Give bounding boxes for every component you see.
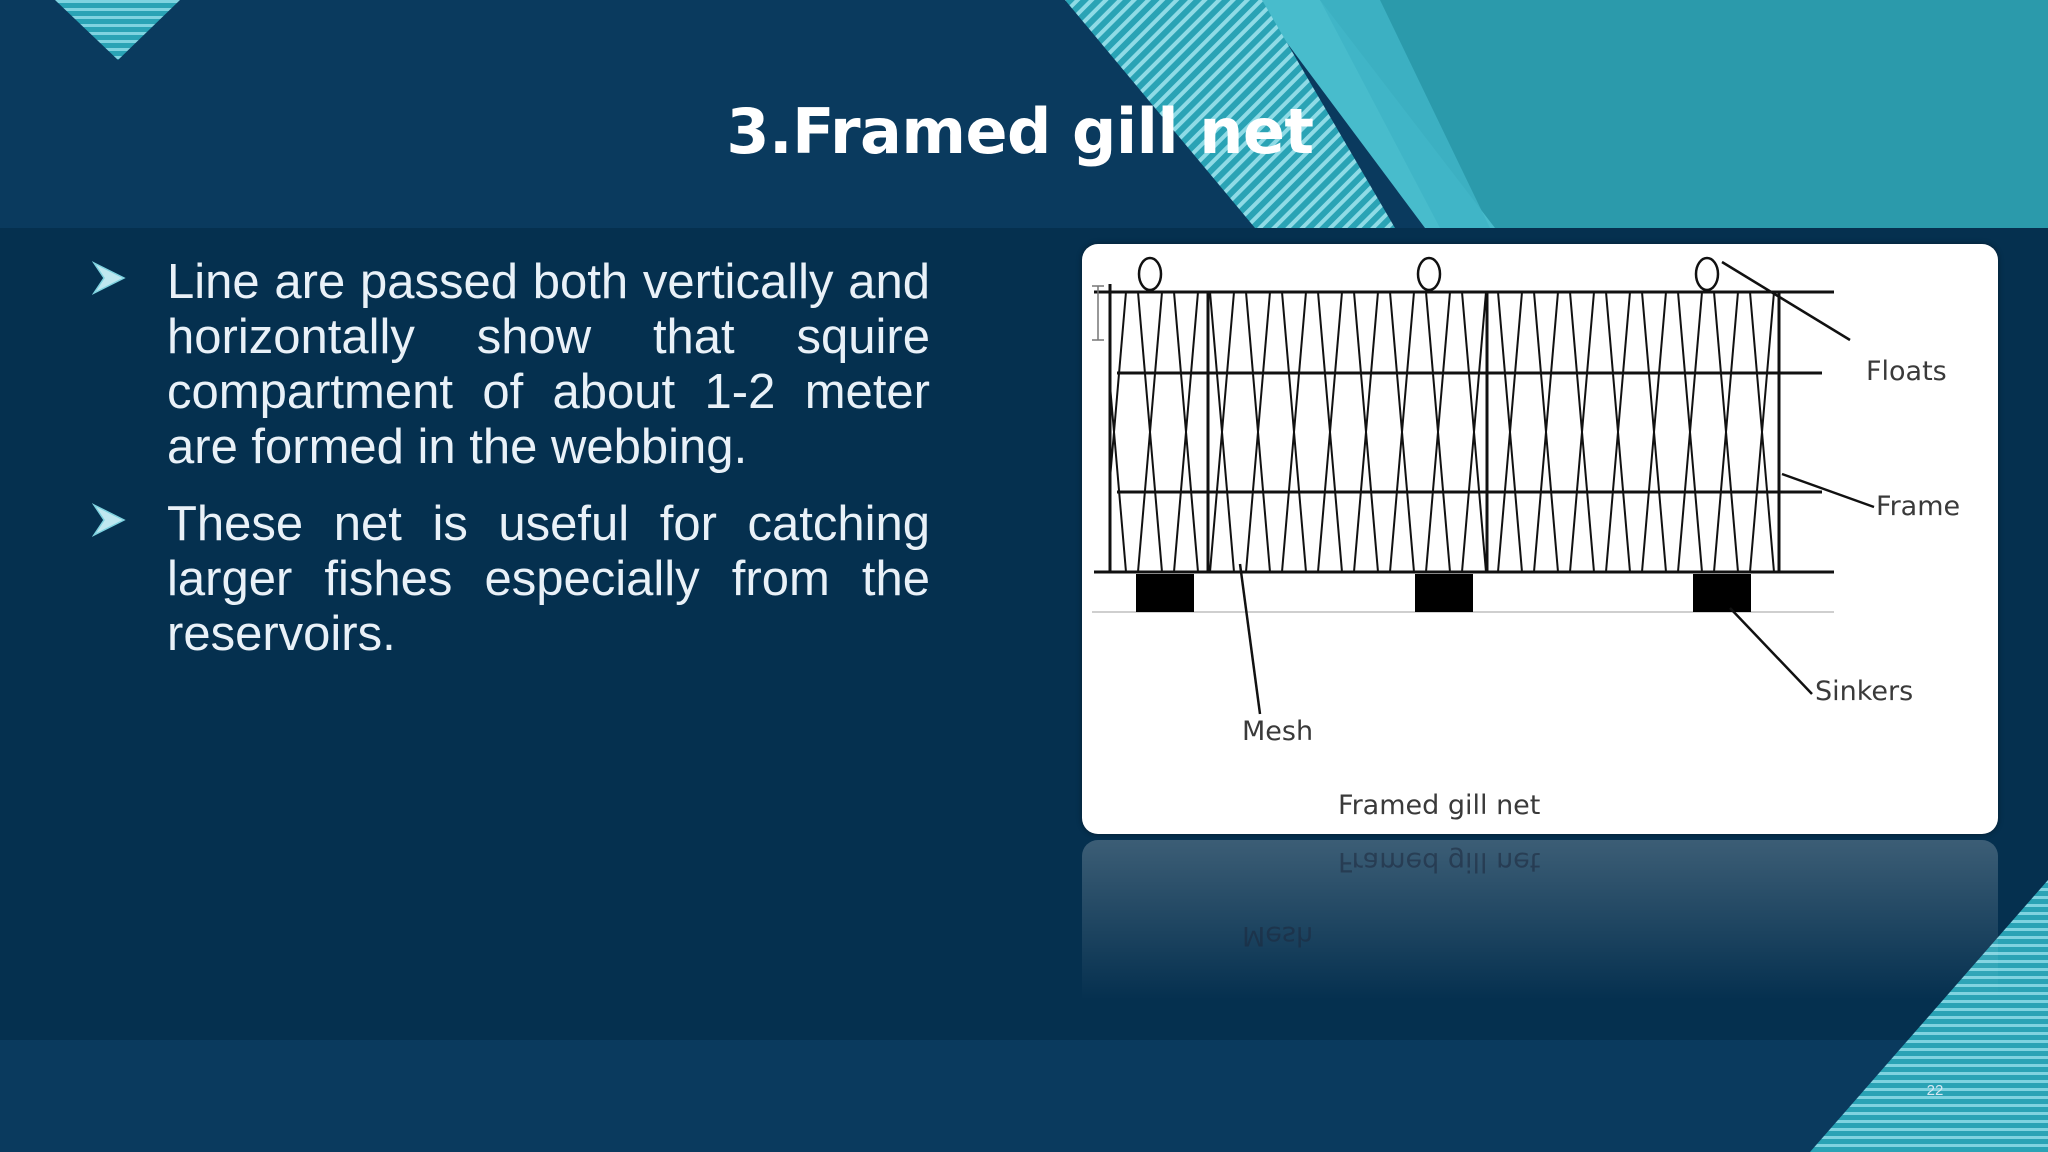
mesh-strand xyxy=(1641,292,1667,572)
bullet-item: Line are passed both vertically and hori… xyxy=(92,255,930,475)
top-left-triangle xyxy=(55,0,180,60)
mesh-strand xyxy=(1281,292,1307,572)
bullet-text: Line are passed both vertically and hori… xyxy=(167,255,930,474)
figure-reflection: Framed gill net Mesh xyxy=(1082,840,1998,1000)
footer-band xyxy=(0,1040,2048,1152)
mesh-strand xyxy=(1497,292,1523,572)
pointer-lines xyxy=(1238,260,1875,715)
mesh-strand xyxy=(1082,292,1090,572)
page-number: 22 xyxy=(1926,1082,1944,1099)
mesh-strand xyxy=(1461,292,1487,572)
mesh-strand xyxy=(1858,292,1882,572)
reflection-mesh: Mesh xyxy=(1242,920,1314,951)
depth-marker xyxy=(1092,285,1104,341)
sinker xyxy=(1136,574,1194,612)
mesh-strand xyxy=(1677,292,1703,572)
framed-gill-net-diagram xyxy=(1082,256,1882,715)
mesh-strand xyxy=(1713,292,1739,572)
mesh-strand xyxy=(1137,292,1163,572)
mesh-strand xyxy=(1425,292,1451,572)
floats xyxy=(1137,256,1720,292)
mesh-strand xyxy=(1317,292,1343,572)
float xyxy=(1694,256,1720,292)
top-right-striped-band xyxy=(1065,0,1395,228)
reflection-caption: Framed gill net xyxy=(1338,846,1541,877)
mesh-strand xyxy=(1082,292,1090,572)
sinker xyxy=(1415,574,1473,612)
net-mesh xyxy=(1082,292,1882,572)
mesh-strand xyxy=(1786,292,1810,572)
sinkers xyxy=(1136,574,1751,612)
arrow-right-icon xyxy=(92,503,126,537)
mesh-strand xyxy=(1173,292,1199,572)
mesh-strand xyxy=(1209,292,1235,572)
bullet-text: These net is useful for catching larger … xyxy=(167,497,930,661)
bullet-item: These net is useful for catching larger … xyxy=(92,497,930,662)
slide-title: 3.Framed gill net xyxy=(726,95,1314,168)
frame-lines xyxy=(1094,284,1834,574)
bottom-right-striped-triangle xyxy=(1810,880,2048,1152)
mesh-strand xyxy=(1353,292,1379,572)
figure-caption: Framed gill net xyxy=(1338,790,1541,821)
mesh-strand xyxy=(1533,292,1559,572)
sinker xyxy=(1693,574,1751,612)
top-right-light-edge xyxy=(1320,0,1490,228)
label-floats: Floats xyxy=(1866,356,1947,387)
label-frame: Frame xyxy=(1876,491,1961,522)
mesh-strand xyxy=(1749,292,1775,572)
mesh-strand xyxy=(1858,292,1882,572)
mesh-strand xyxy=(1786,292,1810,572)
float xyxy=(1416,256,1442,292)
mesh-strand xyxy=(1605,292,1631,572)
label-sinkers: Sinkers xyxy=(1815,676,1914,707)
mesh-strand xyxy=(1110,292,1127,491)
float xyxy=(1137,256,1163,292)
mesh-strand xyxy=(1569,292,1595,572)
label-mesh: Mesh xyxy=(1242,716,1314,747)
arrow-right-icon xyxy=(92,261,126,295)
mesh-strand xyxy=(1245,292,1271,572)
bullet-list: Line are passed both vertically and hori… xyxy=(92,255,930,684)
mesh-strand xyxy=(1389,292,1415,572)
figure-card: Floats Frame Sinkers Mesh Framed gill ne… xyxy=(1082,244,1998,834)
